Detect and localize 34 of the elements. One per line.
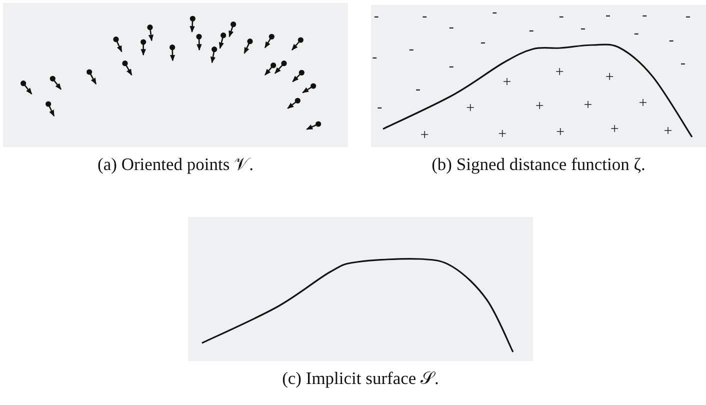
- sign-label: -: [580, 22, 586, 36]
- sign-label: -: [408, 42, 414, 58]
- sign-label: +: [420, 128, 429, 144]
- sign-label: +: [610, 122, 619, 138]
- sign-label: -: [422, 9, 428, 24]
- sign-label: -: [668, 33, 674, 48]
- sign-label: +: [664, 124, 672, 140]
- figure-caption: (b) Signed distance function ζ.: [432, 154, 646, 175]
- sign-label: +: [535, 100, 544, 115]
- sign-label: +: [502, 76, 512, 91]
- sign-label: +: [498, 128, 507, 142]
- sign-label: -: [377, 100, 382, 116]
- sign-label: +: [555, 66, 564, 81]
- sign-label: -: [480, 35, 486, 50]
- figure-caption: (a) Oriented points 𝒱.: [98, 154, 254, 175]
- sign-label: -: [448, 59, 454, 74]
- sign-label: +: [584, 98, 592, 114]
- sign-label: -: [416, 82, 420, 98]
- sign-label: +: [638, 96, 648, 112]
- sign-label: -: [606, 8, 610, 24]
- sign-label: -: [492, 5, 498, 20]
- sign-label: -: [680, 56, 686, 72]
- sign-label: -: [642, 8, 648, 24]
- sign-label: -: [686, 10, 690, 25]
- sign-label: -: [448, 20, 454, 36]
- sign-label: -: [558, 10, 564, 25]
- sign-label: +: [605, 70, 614, 86]
- sign-label: -: [372, 50, 378, 66]
- sign-label: +: [466, 102, 475, 117]
- sign-label: -: [374, 9, 379, 24]
- figure-caption: (c) Implicit surface 𝒮.: [282, 368, 439, 389]
- sign-label: +: [556, 125, 565, 140]
- sign-label: -: [528, 24, 534, 38]
- sign-label: -: [634, 26, 639, 42]
